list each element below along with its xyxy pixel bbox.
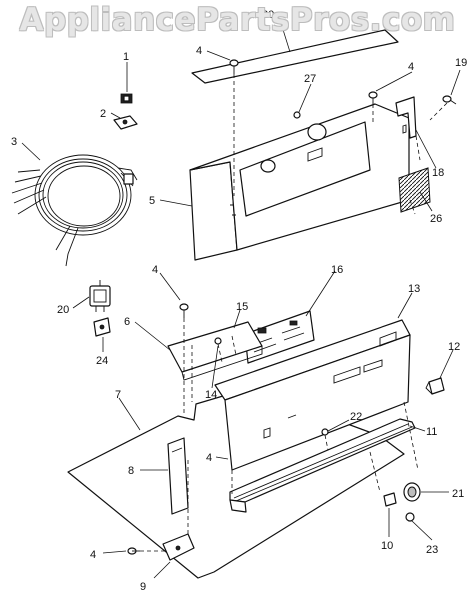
- callout-15: 15: [236, 301, 248, 313]
- part-clip: [120, 93, 133, 104]
- clip-10: [383, 492, 397, 507]
- callout-26: 26: [430, 213, 442, 225]
- panel-screw: [321, 428, 329, 436]
- callout-27: 27: [304, 73, 316, 85]
- ring-21: [403, 482, 421, 502]
- switch-clip: [93, 317, 111, 337]
- callout-24: 24: [96, 355, 108, 367]
- wire-harness: [11, 154, 138, 267]
- part-small-bracket: [113, 115, 138, 130]
- screw-bottom: [127, 547, 140, 555]
- screw-right: [442, 95, 457, 105]
- callout-5: 5: [149, 195, 155, 207]
- callout-1: 1: [123, 51, 129, 63]
- callout-20-top: 20: [262, 9, 274, 21]
- callout-10: 10: [381, 540, 393, 552]
- callout-16: 16: [331, 264, 343, 276]
- selector-switch: [89, 280, 111, 312]
- callout-6: 6: [124, 316, 130, 328]
- nut-23: [405, 512, 415, 522]
- main-housing: [189, 103, 410, 261]
- callout-11: 11: [426, 426, 437, 438]
- callout-2: 2: [100, 108, 106, 120]
- alignment-lines: [140, 74, 448, 552]
- bottom-bracket: [162, 533, 195, 561]
- callout-23: 23: [426, 544, 438, 556]
- callout-4-c: 4: [152, 264, 158, 276]
- callout-4-a: 4: [196, 45, 202, 57]
- callout-20-left: 20: [57, 304, 69, 316]
- callout-numbers: 20 1 2 3 4 27 4 19 18 5 26 4 16 13 20 15…: [11, 9, 467, 593]
- support-bracket: [167, 321, 263, 381]
- bracket-screw: [214, 337, 222, 345]
- housing-screw: [293, 111, 301, 119]
- callout-8: 8: [128, 465, 134, 477]
- screw-top-left: [229, 59, 239, 74]
- screw-mid-left: [179, 303, 189, 318]
- front-panel: [214, 319, 411, 471]
- callout-7: 7: [115, 389, 121, 401]
- leader-lines: [21, 19, 461, 579]
- callout-18: 18: [432, 167, 444, 179]
- control-knob: [425, 377, 445, 395]
- callout-13: 13: [408, 283, 420, 295]
- callout-14: 14: [205, 389, 217, 401]
- screw-top-right: [368, 91, 378, 104]
- callout-3: 3: [11, 136, 17, 148]
- side-panel: [167, 437, 189, 515]
- callout-21: 21: [452, 488, 464, 500]
- callout-4-e: 4: [90, 549, 96, 561]
- callout-9: 9: [140, 581, 146, 593]
- callout-4-b: 4: [408, 61, 414, 73]
- callout-22: 22: [350, 411, 362, 423]
- callout-4-d: 4: [206, 452, 212, 464]
- callout-19: 19: [455, 57, 467, 69]
- vent-grille: [398, 167, 431, 213]
- callout-12: 12: [448, 341, 460, 353]
- top-cover-plate: [191, 29, 399, 84]
- angle-bracket: [395, 96, 417, 139]
